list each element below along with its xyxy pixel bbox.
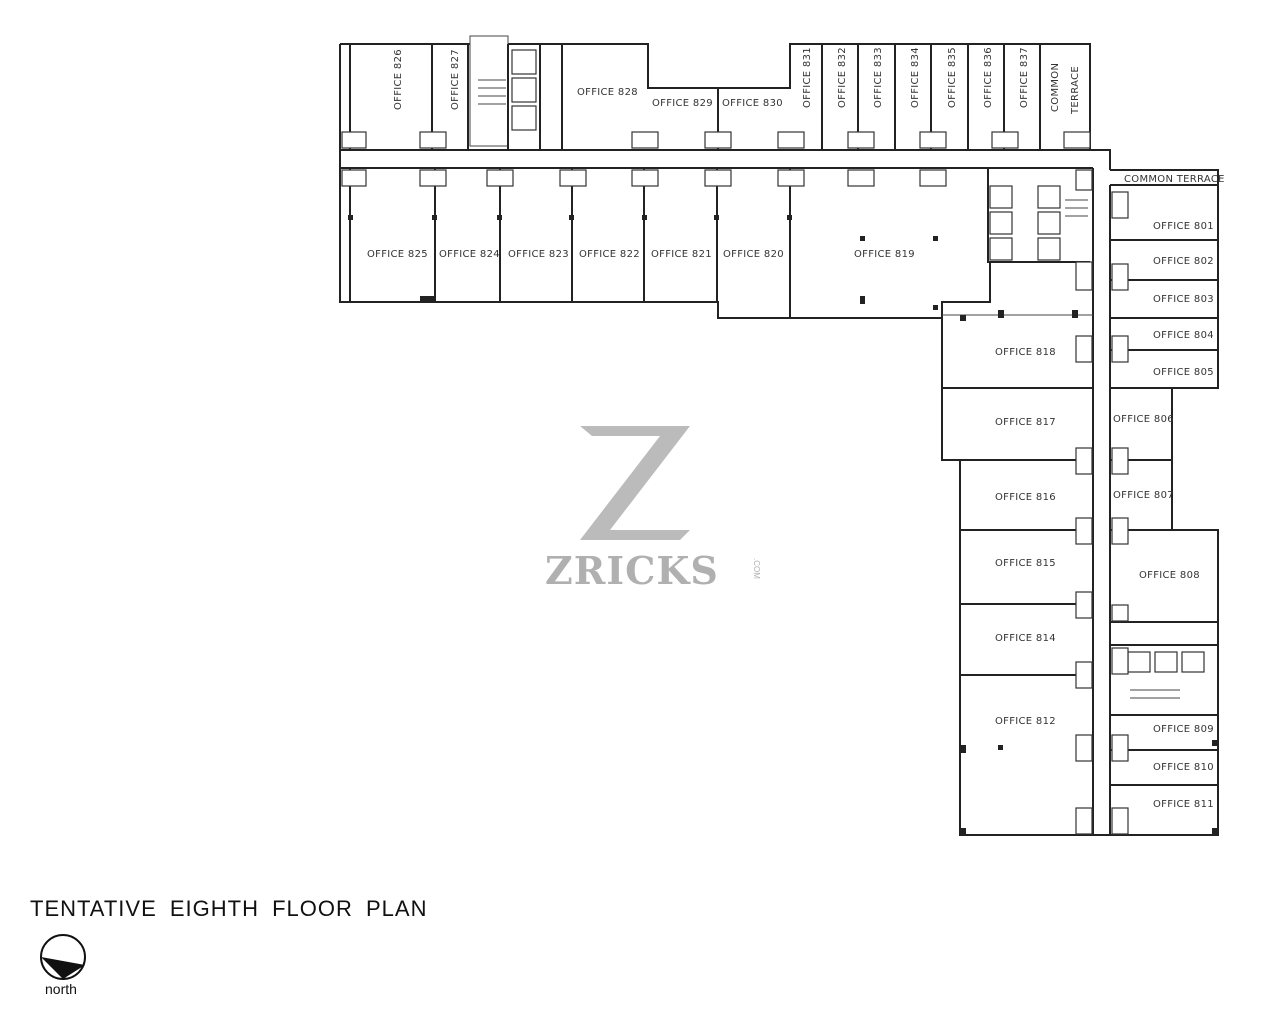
room-814: OFFICE 814 (995, 633, 1056, 644)
room-825: OFFICE 825 (367, 249, 428, 260)
room-labels: OFFICE 826 OFFICE 827 OFFICE 828 OFFICE … (367, 47, 1225, 810)
room-816: OFFICE 816 (995, 492, 1056, 503)
room-807: OFFICE 807 (1113, 490, 1174, 501)
room-805: OFFICE 805 (1153, 367, 1214, 378)
common-terrace-vertical-1: COMMON (1050, 63, 1061, 112)
room-830: OFFICE 830 (722, 98, 783, 109)
watermark-text: ZRICKS (545, 548, 719, 593)
room-806: OFFICE 806 (1113, 414, 1174, 425)
room-824: OFFICE 824 (439, 249, 500, 260)
room-818: OFFICE 818 (995, 347, 1056, 358)
room-831: OFFICE 831 (802, 47, 813, 108)
columns (348, 215, 1218, 836)
room-828: OFFICE 828 (577, 87, 638, 98)
room-836: OFFICE 836 (983, 47, 994, 108)
room-815: OFFICE 815 (995, 558, 1056, 569)
room-812: OFFICE 812 (995, 716, 1056, 727)
room-820: OFFICE 820 (723, 249, 784, 260)
north-label: north (45, 981, 77, 997)
room-801: OFFICE 801 (1153, 221, 1214, 232)
room-832: OFFICE 832 (837, 47, 848, 108)
room-803: OFFICE 803 (1153, 294, 1214, 305)
room-819: OFFICE 819 (854, 249, 915, 260)
room-811: OFFICE 811 (1153, 799, 1214, 810)
north-arrow-icon (40, 934, 86, 980)
room-802: OFFICE 802 (1153, 256, 1214, 267)
room-817: OFFICE 817 (995, 417, 1056, 428)
room-822: OFFICE 822 (579, 249, 640, 260)
room-804: OFFICE 804 (1153, 330, 1214, 341)
lift-core (478, 49, 1205, 699)
watermark-logo-icon (580, 426, 690, 540)
room-834: OFFICE 834 (910, 47, 921, 108)
service-shafts (341, 131, 1129, 835)
common-terrace-vertical-2: TERRACE (1070, 66, 1081, 115)
room-829: OFFICE 829 (652, 98, 713, 109)
east-wing (942, 168, 1219, 835)
room-810: OFFICE 810 (1153, 762, 1214, 773)
room-833: OFFICE 833 (873, 47, 884, 108)
common-terrace-east: COMMON TERRACE (1124, 174, 1225, 185)
room-826: OFFICE 826 (393, 49, 404, 110)
room-827: OFFICE 827 (450, 49, 461, 110)
room-808: OFFICE 808 (1139, 570, 1200, 581)
room-823: OFFICE 823 (508, 249, 569, 260)
room-835: OFFICE 835 (947, 47, 958, 108)
room-821: OFFICE 821 (651, 249, 712, 260)
west-wing (339, 35, 1219, 836)
plan-title: TENTATIVE EIGHTH FLOOR PLAN (30, 896, 428, 921)
watermark-suffix: .COM (752, 558, 761, 579)
room-809: OFFICE 809 (1153, 724, 1214, 735)
room-837: OFFICE 837 (1019, 47, 1030, 108)
